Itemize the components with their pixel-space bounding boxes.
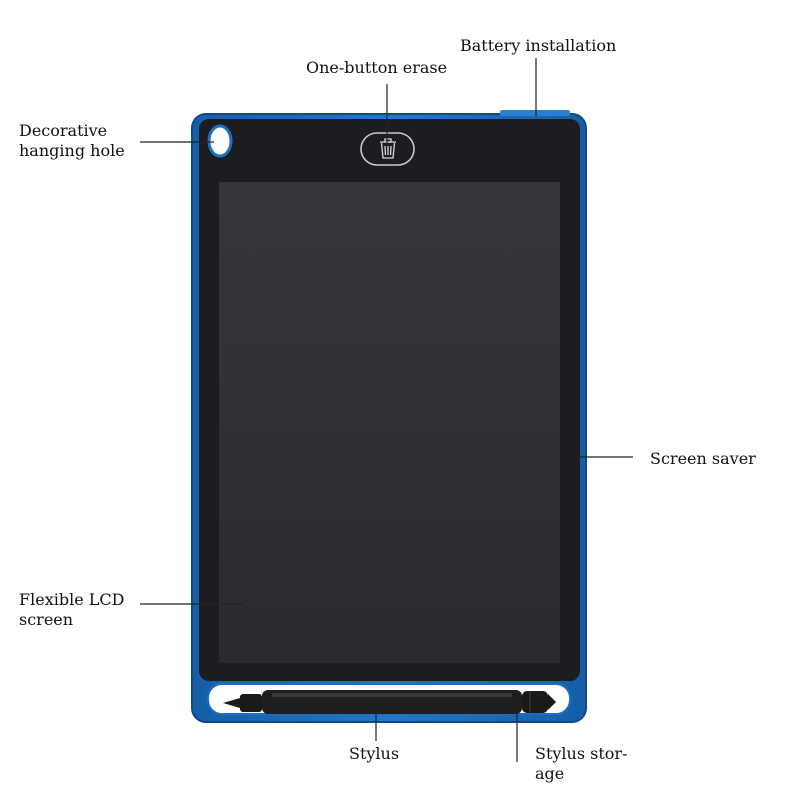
label-text: Battery installation xyxy=(460,36,617,55)
label-one-button-erase: One-button erase xyxy=(306,58,447,78)
label-stylus: Stylus xyxy=(349,744,399,764)
tablet-frame-edge xyxy=(191,113,587,723)
label-battery-installation: Battery installation xyxy=(460,36,616,56)
label-text: Screen saver xyxy=(650,449,756,468)
label-text-line1: Stylus stor- xyxy=(535,744,628,763)
lcd-screen[interactable] xyxy=(219,182,560,663)
label-text-line2: age xyxy=(535,764,565,783)
label-flexible-lcd: Flexible LCD screen xyxy=(19,590,124,630)
hanging-hole xyxy=(207,124,233,158)
stylus[interactable] xyxy=(223,690,556,714)
label-stylus-storage: Stylus stor- age xyxy=(535,744,627,784)
trash-icon xyxy=(380,138,396,159)
label-text-line1: Flexible LCD xyxy=(19,590,125,609)
label-screen-saver: Screen saver xyxy=(650,449,756,469)
label-text: Stylus xyxy=(349,744,400,763)
label-text: One-button erase xyxy=(306,58,448,77)
label-text-line2: screen xyxy=(19,610,74,629)
label-text-line2: hanging hole xyxy=(19,141,125,160)
label-text-line1: Decorative xyxy=(19,121,108,140)
label-hanging-hole: Decorative hanging hole xyxy=(19,121,125,161)
battery-cover xyxy=(500,110,570,116)
